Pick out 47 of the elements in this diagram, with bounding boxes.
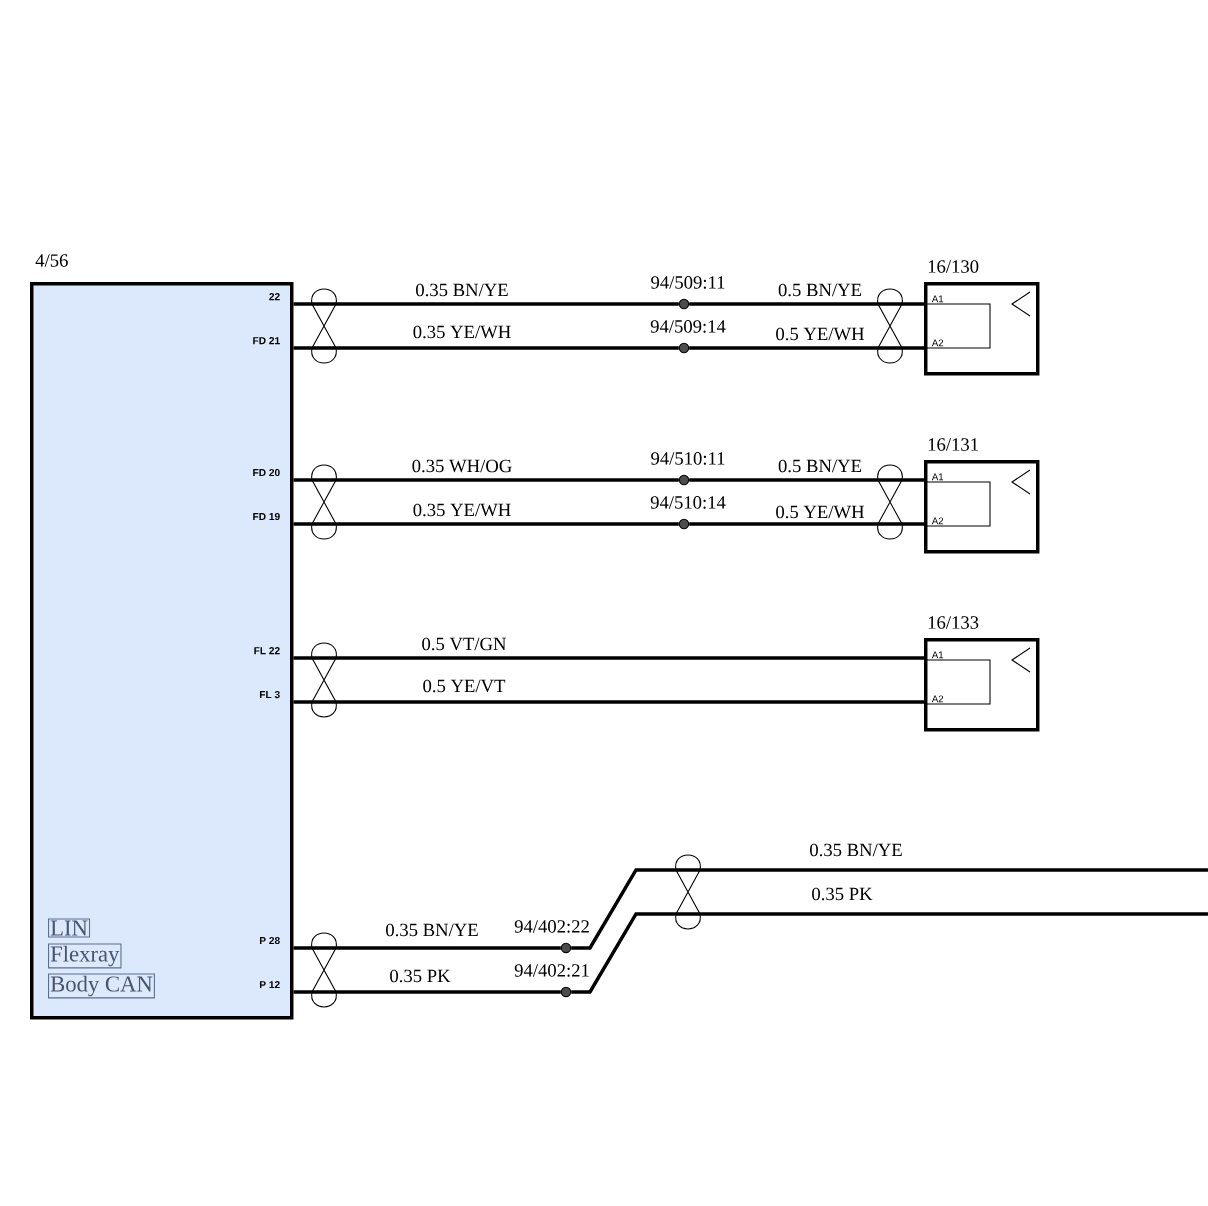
node-label: 94/510:14 (650, 496, 726, 509)
wire (689, 346, 924, 350)
wire-label: 0.5 BN/YE (776, 282, 864, 298)
splice-point: 94/510:14 (650, 496, 726, 530)
node-label: 16/131 (928, 438, 978, 451)
wire-label: 0.35 YE/WH (411, 324, 513, 340)
wire (293, 478, 679, 482)
wire-label: 0.35 PK (388, 968, 452, 984)
node-label: 94/509:14 (650, 320, 726, 333)
node-label: 94/509:11 (651, 276, 725, 289)
wire (689, 302, 924, 306)
node-label: 94/510:11 (651, 452, 725, 465)
node-label: 94/402:22 (514, 920, 589, 933)
wire (689, 478, 924, 482)
wire-label: 0.35 WH/OG (410, 458, 514, 474)
wire (293, 700, 924, 704)
wire-label: 0.35 YE/WH (411, 502, 513, 518)
bus-label: Flexray (48, 943, 122, 969)
wire (293, 946, 561, 950)
wire (293, 522, 679, 526)
wire-label: 0.35 BN/YE (384, 922, 480, 938)
wire (293, 346, 679, 350)
bus-label: LIN (48, 918, 91, 938)
node-label: 94/402:21 (514, 964, 589, 977)
wire-label: 0.5 BN/YE (776, 458, 864, 474)
wire-label: 0.35 BN/YE (808, 842, 904, 858)
wire-label: 0.5 VT/GN (420, 636, 508, 652)
node-label: 16/130 (928, 260, 979, 273)
wire-label: 0.5 YE/WH (774, 504, 866, 520)
splice-point: 94/509:11 (651, 276, 725, 310)
wire (293, 302, 679, 306)
splice-point: 94/510:11 (651, 452, 725, 486)
splice-point: 94/509:14 (650, 320, 726, 354)
bus-label: Body CAN (48, 973, 155, 999)
splice-point: 94/402:21 (514, 964, 589, 998)
splice-point: 94/402:22 (514, 920, 589, 954)
wire (571, 868, 1208, 950)
wire (293, 990, 561, 994)
wire-label: 0.35 BN/YE (414, 282, 510, 298)
node-label: 16/133 (928, 616, 979, 629)
wire (689, 522, 924, 526)
wire (293, 656, 924, 660)
wire-label: 0.5 YE/WH (774, 326, 866, 342)
wire-label: 0.35 PK (810, 886, 874, 902)
wire-label: 0.5 YE/VT (421, 678, 507, 694)
node-label: 4/56 (35, 254, 68, 267)
wire (571, 912, 1208, 994)
